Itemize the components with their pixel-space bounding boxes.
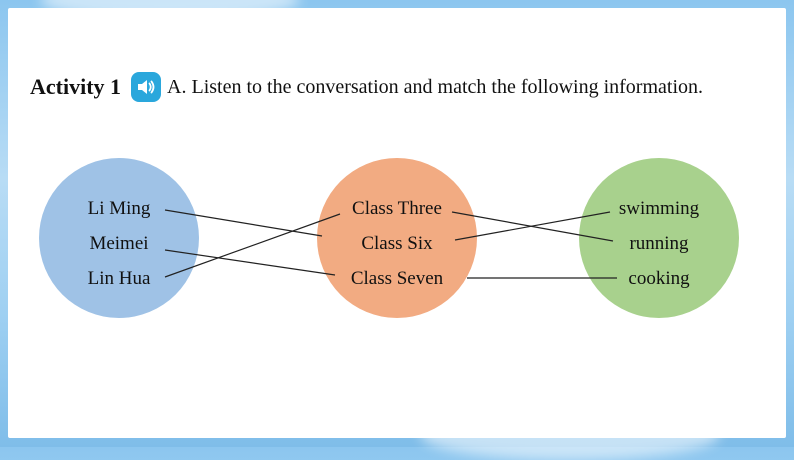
activity-label-text: running (629, 233, 689, 254)
matching-diagram: Li Ming Meimei Lin Hua Class Three Class… (39, 158, 739, 318)
class-label: Class Seven (351, 268, 444, 289)
match-line[interactable] (164, 209, 323, 237)
match-lines (164, 209, 617, 279)
activity-label-text: swimming (619, 198, 700, 219)
name-label: Li Ming (88, 198, 151, 219)
activities-circle (579, 158, 739, 318)
class-label: Class Three (352, 198, 442, 219)
instruction-text: A. Listen to the conversation and match … (167, 75, 704, 98)
match-line[interactable] (164, 249, 336, 276)
name-label: Lin Hua (88, 268, 151, 289)
match-line[interactable] (164, 213, 341, 278)
names-circle (39, 158, 199, 318)
activity-label-text: cooking (628, 268, 690, 289)
class-label: Class Six (361, 233, 433, 254)
classes-circle (317, 158, 477, 318)
speaker-icon[interactable] (131, 72, 162, 102)
activity-label: Activity 1 (30, 74, 122, 99)
match-line[interactable] (454, 211, 611, 241)
name-label: Meimei (89, 233, 148, 254)
activity-heading: Activity 1 A. Listen to the conversation… (30, 72, 703, 102)
